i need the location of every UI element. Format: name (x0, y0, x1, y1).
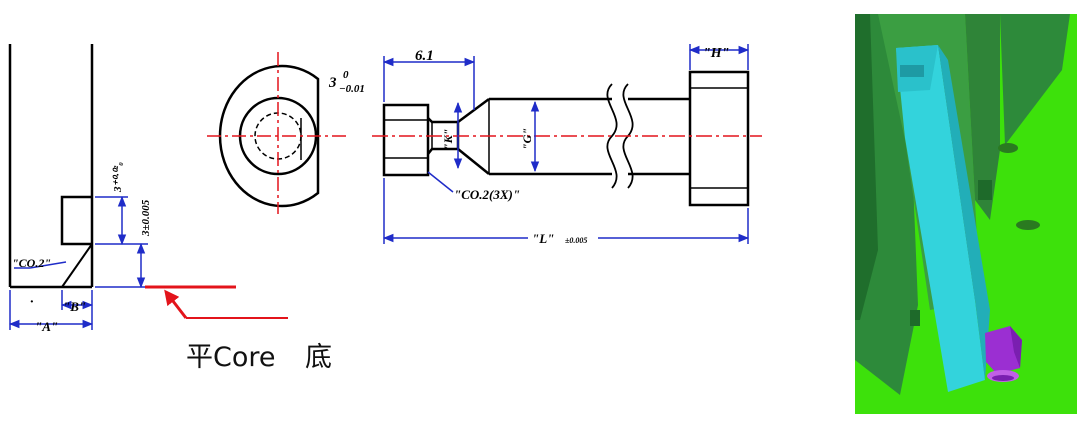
dim-l-tol: ±0.005 (565, 236, 587, 245)
support-arrow (145, 285, 288, 319)
pin-side-view (382, 70, 750, 207)
dim-k-label: "K" (441, 129, 455, 150)
chamfer-3x-label: "CO.2(3X)" (454, 187, 520, 202)
dim-g-label: "G" (520, 128, 534, 150)
caption-end: 底 (305, 342, 332, 373)
dim-l-label-bg (528, 230, 598, 246)
dim-l-label: "L" (532, 231, 554, 246)
left-dim-a-label: "A" (35, 319, 58, 334)
end-tol-upper: 0 (343, 69, 349, 81)
caption-main: 平Core (186, 342, 276, 373)
pin-dimensions (382, 44, 750, 244)
left-dim-height-label: 3±0.005 (140, 199, 152, 237)
3d-render-image (855, 14, 1077, 414)
left-section-view (8, 44, 94, 289)
dim-h-label: "H" (703, 46, 729, 61)
left-dim-slot-label: 3⁺⁰·⁰²₀ (112, 162, 124, 193)
end-tol-lower: −0.01 (339, 83, 365, 95)
end-view (207, 52, 350, 214)
left-dimensions (8, 195, 148, 330)
dim-6-1-label: 6.1 (415, 48, 434, 64)
left-dot-mark: · (30, 295, 34, 310)
end-tol-base: 3 (328, 75, 337, 91)
left-chamfer-label: "CO.2" (12, 256, 51, 270)
left-dim-b-label: "B" (63, 299, 86, 314)
